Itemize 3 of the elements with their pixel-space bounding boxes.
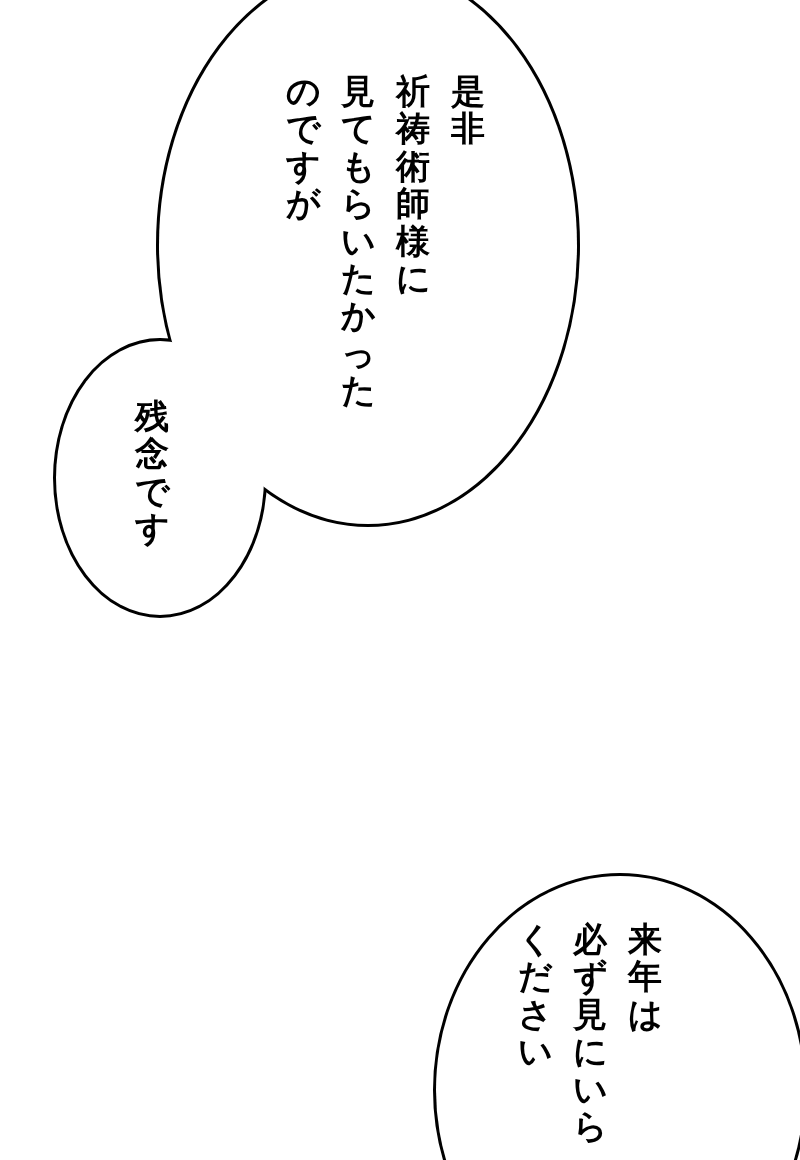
speech-text: 来年は必ず見にいらください: [518, 921, 662, 1146]
speech-text: 是非祈祷術師様に見てもらいたかったのですが: [286, 73, 485, 410]
speech-text: 残念です: [135, 398, 169, 548]
